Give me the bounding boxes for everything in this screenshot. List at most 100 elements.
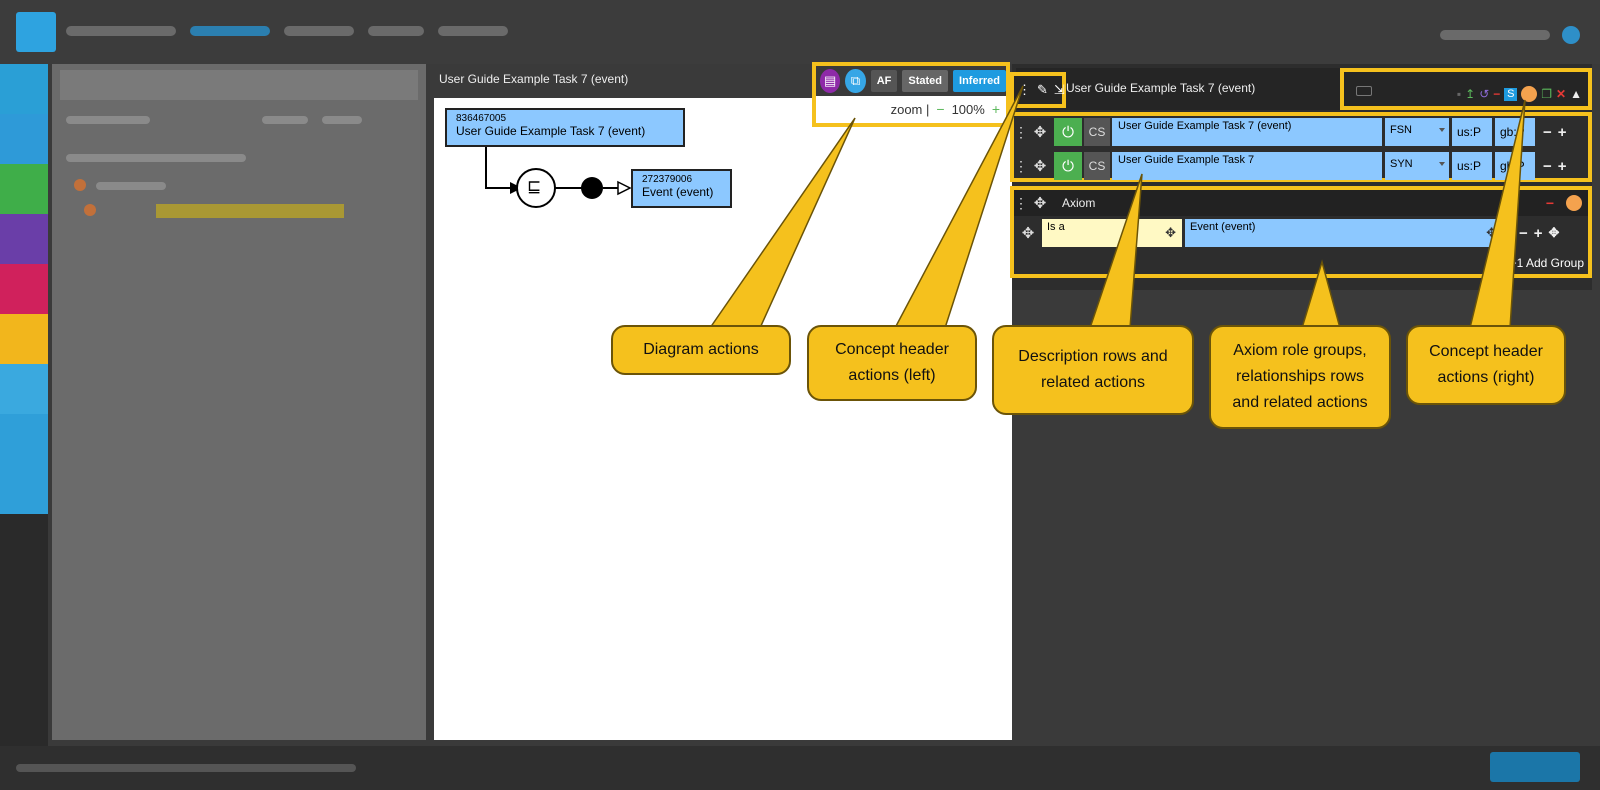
sidebar-item-7[interactable] xyxy=(0,364,48,414)
promote-icon[interactable]: ↥ xyxy=(1465,87,1476,101)
drag-handle-icon[interactable]: ⋮ xyxy=(1014,194,1028,211)
case-significance-button[interactable]: CS xyxy=(1084,152,1110,180)
description-row: ⋮ ✥ ⏻ CS User Guide Example Task 7 SYN u… xyxy=(1014,151,1588,181)
chevron-down-icon xyxy=(1439,128,1445,132)
power-icon[interactable]: ⏻ xyxy=(1054,118,1082,146)
remove-description-button[interactable]: − xyxy=(1543,123,1552,141)
move-icon[interactable]: ✥ xyxy=(1033,195,1047,212)
footer xyxy=(0,746,1600,790)
tree-node-selected[interactable] xyxy=(156,204,344,218)
export-icon[interactable]: ⇲ xyxy=(1053,82,1065,97)
sidebar-item-1[interactable] xyxy=(0,64,48,114)
description-term-field[interactable]: User Guide Example Task 7 (event) xyxy=(1112,118,1382,146)
keyboard-icon[interactable] xyxy=(1356,86,1372,96)
description-type-value: SYN xyxy=(1390,158,1413,170)
move-icon[interactable]: ✥ xyxy=(1165,225,1176,240)
remove-relationship-button[interactable]: − xyxy=(1519,224,1528,242)
description-term-field[interactable]: User Guide Example Task 7 xyxy=(1112,152,1382,180)
move-icon[interactable]: ✥ xyxy=(1548,225,1560,240)
description-type-value: FSN xyxy=(1390,124,1412,136)
inferred-button[interactable]: Inferred xyxy=(953,70,1006,92)
zoom-value: 100% xyxy=(951,101,985,117)
user-icon[interactable] xyxy=(1562,26,1580,44)
app-logo xyxy=(16,12,56,52)
axiom-header: ⋮ ✥ Axiom − xyxy=(1014,190,1588,216)
panel-text xyxy=(66,154,246,162)
move-icon[interactable]: ✥ xyxy=(1033,124,1047,141)
sidebar-item-6[interactable] xyxy=(0,314,48,364)
header-right-icons: ▪ ↥ ↺ − S ❐ ✕ ▲ xyxy=(1457,86,1582,102)
sidebar-item-5[interactable] xyxy=(0,264,48,314)
af-button[interactable]: AF xyxy=(870,70,898,92)
move-icon[interactable]: ✥ xyxy=(1021,225,1035,242)
sidebar-item-2[interactable] xyxy=(0,114,48,164)
open-external-icon[interactable]: ⧉ xyxy=(845,69,866,93)
concept-header-actions-right: ▪ ↥ ↺ − S ❐ ✕ ▲ xyxy=(1340,68,1592,110)
collapse-icon[interactable]: ▲ xyxy=(1570,87,1582,101)
sidebar-item-9[interactable] xyxy=(0,464,48,514)
drag-handle-icon[interactable]: ⋮ xyxy=(1014,157,1028,174)
close-icon[interactable]: ✕ xyxy=(1556,87,1567,101)
callout-axiom-role-groups: Axiom role groups, relationships rows an… xyxy=(1209,325,1391,429)
diagram-connectors xyxy=(485,147,632,208)
add-description-button[interactable]: + xyxy=(1557,157,1567,175)
sidebar-item-3[interactable] xyxy=(0,164,48,214)
zoom-label: zoom | xyxy=(890,101,930,117)
sidebar-item-4[interactable] xyxy=(0,214,48,264)
concept-node[interactable]: 836467005 User Guide Example Task 7 (eve… xyxy=(445,108,685,147)
add-group-button[interactable]: +1 Add Group xyxy=(1509,256,1584,270)
zoom-control: zoom | − 100% + xyxy=(816,99,1006,119)
relationship-row: ✥ Is a ✥ Event (event) ✥ − + ✥ xyxy=(1014,218,1588,248)
callout-diagram-actions: Diagram actions xyxy=(611,325,791,375)
tree-node-icon xyxy=(84,204,96,216)
sidebar-item-8[interactable] xyxy=(0,414,48,464)
add-relationship-button[interactable]: + xyxy=(1533,224,1543,242)
us-acceptability[interactable]: us:P xyxy=(1452,118,1492,146)
case-significance-button[interactable]: CS xyxy=(1084,118,1110,146)
move-icon[interactable]: ✥ xyxy=(1486,225,1497,240)
stated-button[interactable]: Stated xyxy=(902,70,949,92)
subsumption-operator-icon: ⊑ xyxy=(527,177,542,196)
user-menu[interactable] xyxy=(1440,30,1550,40)
description-type-select[interactable]: FSN xyxy=(1385,118,1449,146)
taxonomy-panel xyxy=(52,64,426,740)
add-description-button[interactable]: + xyxy=(1557,123,1567,141)
concept-node-label: User Guide Example Task 7 (event) xyxy=(456,124,646,138)
concept-node-id: 836467005 xyxy=(456,113,507,124)
target-concept-node[interactable]: 272379006 Event (event) xyxy=(631,169,732,208)
move-icon[interactable]: ✥ xyxy=(1033,158,1047,175)
save-icon[interactable]: ▪ xyxy=(1456,87,1462,101)
s-icon[interactable]: S xyxy=(1504,87,1518,101)
relationship-type-field[interactable]: Is a ✥ xyxy=(1042,219,1182,247)
minimize-icon[interactable]: − xyxy=(1493,87,1501,101)
power-icon[interactable]: ⏻ xyxy=(1054,152,1082,180)
breadcrumb xyxy=(66,26,536,38)
chevron-down-icon xyxy=(1439,162,1445,166)
tree-node-icon xyxy=(74,179,86,191)
list-icon[interactable]: ▤ xyxy=(820,69,841,93)
zoom-in-button[interactable]: + xyxy=(991,101,1000,117)
drag-handle-icon[interactable]: ⋮ xyxy=(1014,123,1028,140)
description-type-select[interactable]: SYN xyxy=(1385,152,1449,180)
status-dot-icon[interactable] xyxy=(1566,195,1582,211)
diagram-actions: ▤ ⧉ AF Stated Inferred zoom | − 100% + xyxy=(812,62,1010,127)
zoom-out-button[interactable]: − xyxy=(936,101,945,117)
us-acceptability[interactable]: us:P xyxy=(1452,152,1492,180)
relationship-target-field[interactable]: Event (event) ✥ xyxy=(1185,219,1503,247)
history-icon[interactable]: ↺ xyxy=(1479,87,1490,101)
magic-wand-icon[interactable]: ✎ xyxy=(1037,82,1048,97)
panel-text xyxy=(262,116,308,124)
callout-concept-header-left: Concept header actions (left) xyxy=(807,325,977,401)
remove-description-button[interactable]: − xyxy=(1543,157,1552,175)
target-node-id: 272379006 xyxy=(642,174,693,185)
callout-concept-header-right: Concept header actions (right) xyxy=(1406,325,1566,405)
footer-button[interactable] xyxy=(1490,752,1580,782)
panel-text xyxy=(96,182,166,190)
copy-icon[interactable]: ❐ xyxy=(1541,87,1553,101)
status-dot-icon[interactable] xyxy=(1521,86,1538,102)
remove-axiom-button[interactable]: − xyxy=(1545,195,1554,211)
concept-header-actions-left: ⋮ ✎ ⇲ xyxy=(1010,72,1066,108)
diagram-actions-toolbar: ▤ ⧉ AF Stated Inferred xyxy=(816,66,1006,96)
